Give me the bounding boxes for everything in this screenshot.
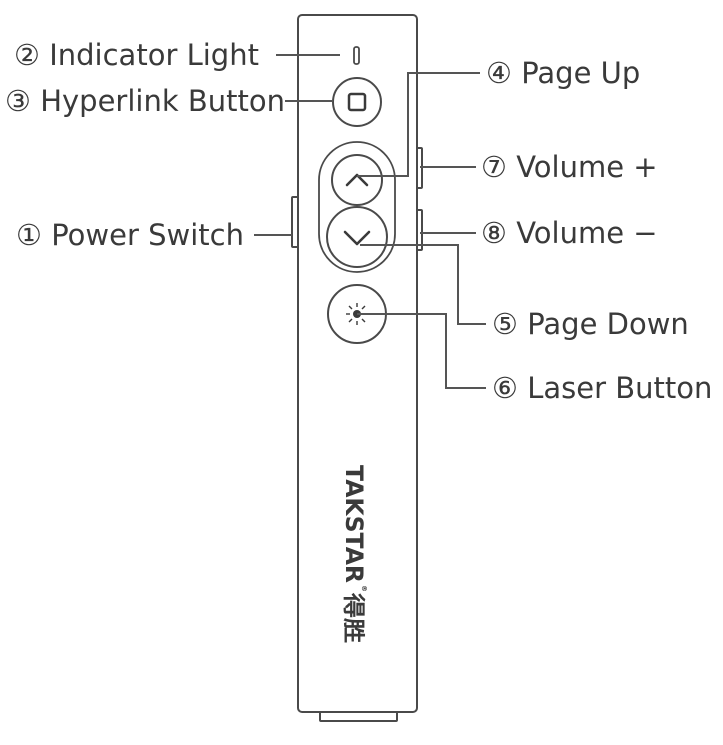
label-laser-button: ⑥ Laser Button (492, 371, 712, 405)
indicator-light (353, 46, 360, 65)
brand-logo: TAKSTAR ® 得胜 (340, 465, 368, 643)
bottom-connector (319, 711, 398, 722)
power-switch (291, 196, 299, 248)
label-indicator-light: ② Indicator Light (14, 38, 259, 72)
leader-laser (357, 313, 486, 389)
presenter-device: TAKSTAR ® 得胜 (291, 14, 423, 722)
chevron-down-icon (343, 230, 371, 246)
leader-page-up (357, 72, 480, 177)
callout-labels: ② Indicator Light ③ Hyperlink Button ① P… (5, 38, 712, 405)
page-up-button (331, 154, 383, 206)
label-page-up: ④ Page Up (486, 56, 640, 90)
page-button-group (318, 141, 396, 273)
label-page-down: ⑤ Page Down (492, 307, 689, 341)
brand-registered: ® (360, 585, 368, 592)
leader-page-down (360, 244, 486, 325)
label-hyperlink-button: ③ Hyperlink Button (5, 84, 285, 118)
volume-down-key (416, 209, 423, 251)
brand-text: TAKSTAR (340, 465, 368, 583)
brand-cn-text: 得胜 (340, 592, 366, 643)
hyperlink-button (332, 77, 382, 127)
label-volume-up: ⑦ Volume + (481, 150, 658, 184)
page-down-button (326, 206, 388, 268)
label-volume-down: ⑧ Volume − (481, 216, 658, 250)
hyperlink-square-icon (347, 92, 367, 112)
leader-lines (254, 54, 486, 389)
label-power-switch: ① Power Switch (16, 218, 244, 252)
